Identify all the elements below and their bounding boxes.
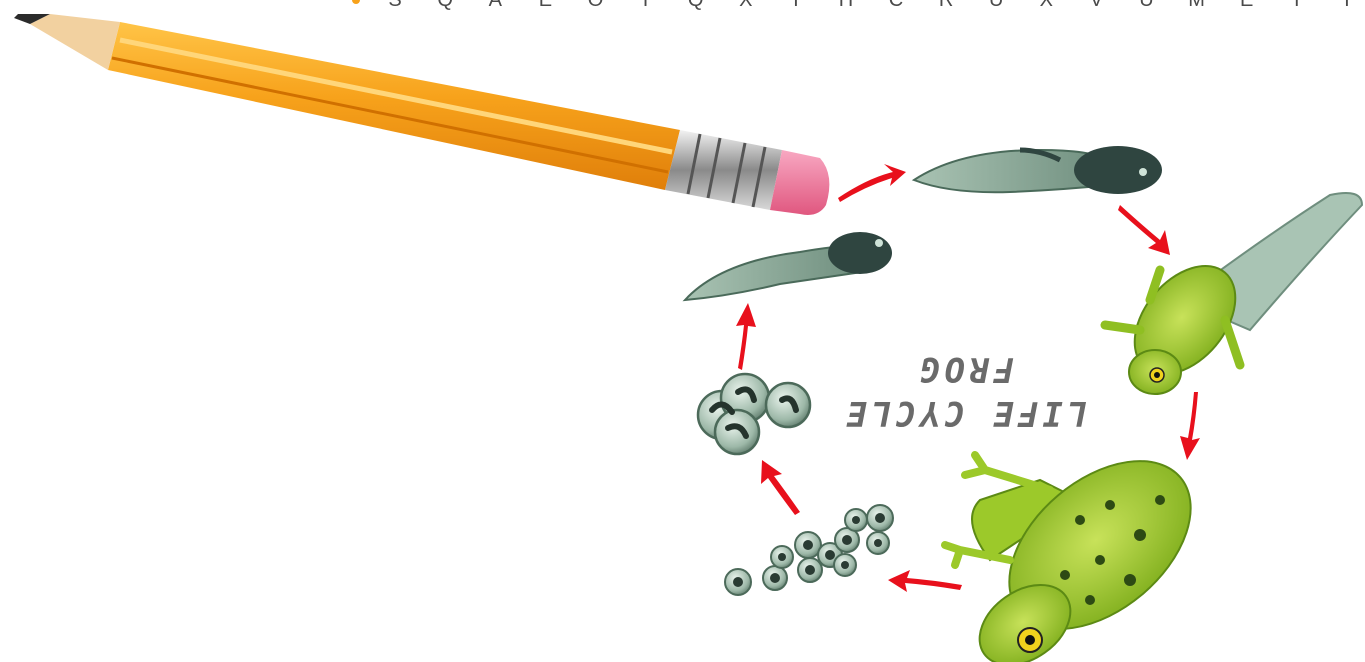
arrow-2 [1118,205,1170,255]
stage-egg-mass [725,505,893,595]
pencil [14,14,829,215]
arrow-1 [838,164,906,202]
arrow-6 [736,303,756,370]
title-line-2: FROG [916,349,1014,389]
stage-adult-frog [945,428,1222,662]
pencil-body [108,22,680,190]
arrow-5 [761,460,800,515]
pencil-ferrule [665,130,782,210]
stage-developing-eggs [698,374,810,454]
arrow-4 [888,570,962,592]
diagram-title: LIFE CYCLE FROG [843,349,1088,433]
arrow-3 [1180,392,1200,460]
stage-froglet [1105,193,1362,394]
pencil-wood-tip [30,14,120,70]
stage-tadpole-with-legs [914,146,1162,194]
stage-young-tadpole [685,232,892,300]
title-line-1: LIFE CYCLE [843,393,1088,433]
